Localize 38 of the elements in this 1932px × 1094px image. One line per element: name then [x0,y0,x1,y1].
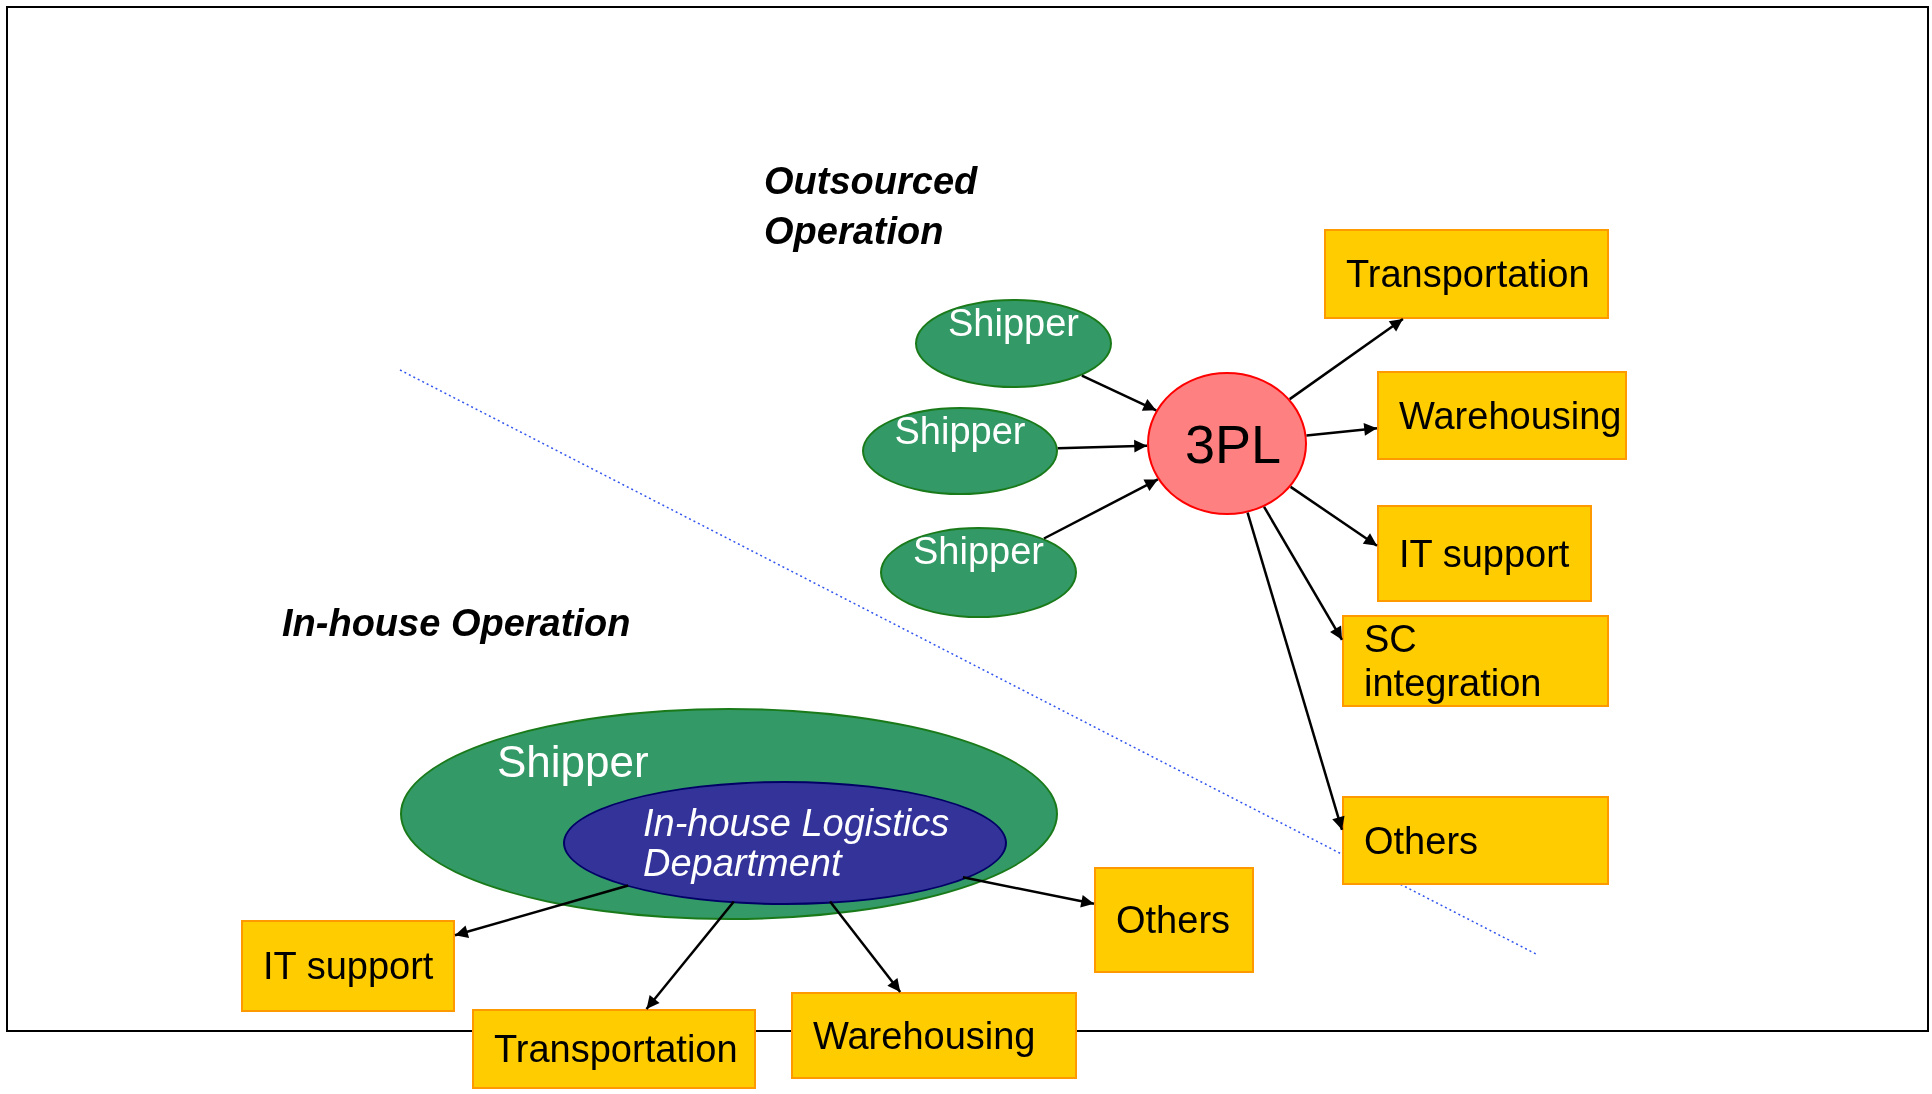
node-label: Warehousing [1399,393,1622,438]
arrow [1263,506,1344,641]
section-heading: In-house Operation [282,601,632,646]
process-box [1377,505,1592,602]
node-label: Shipper [913,529,1044,573]
arrow [1289,317,1404,401]
arrow [645,900,735,1010]
process-box [241,920,455,1012]
arrow [454,884,629,938]
arrow [1289,485,1378,547]
node-label: IT support [1399,531,1570,576]
node-label: Transportation [494,1027,738,1071]
node-label: Transportation [1346,252,1590,296]
arrow [829,900,902,993]
arrow [1306,423,1378,437]
process-box [1342,615,1609,707]
node-label: Shipper [497,740,649,784]
process-box [1324,229,1609,319]
node-label: Shipper [948,301,1079,345]
process-box [791,992,1077,1079]
node-label: In-house Logistics Department [643,803,951,883]
arrow [1246,512,1345,831]
node-label: Others [1116,898,1231,942]
node-label: Warehousing [813,1013,1036,1058]
section-heading: Outsourced Operation [764,159,979,254]
process-box [1342,796,1609,885]
process-box [472,1009,756,1089]
process-box [1094,867,1254,973]
node-label: SC integration [1364,617,1543,705]
arrow [1043,478,1159,540]
node-label: Shipper [894,409,1026,453]
node-label: Others [1364,818,1479,863]
process-box [1377,371,1627,460]
node-label: 3PL [1184,421,1282,466]
arrow [1081,374,1157,412]
arrow [1057,439,1148,453]
arrow [962,876,1095,908]
node-label: IT support [263,944,434,988]
